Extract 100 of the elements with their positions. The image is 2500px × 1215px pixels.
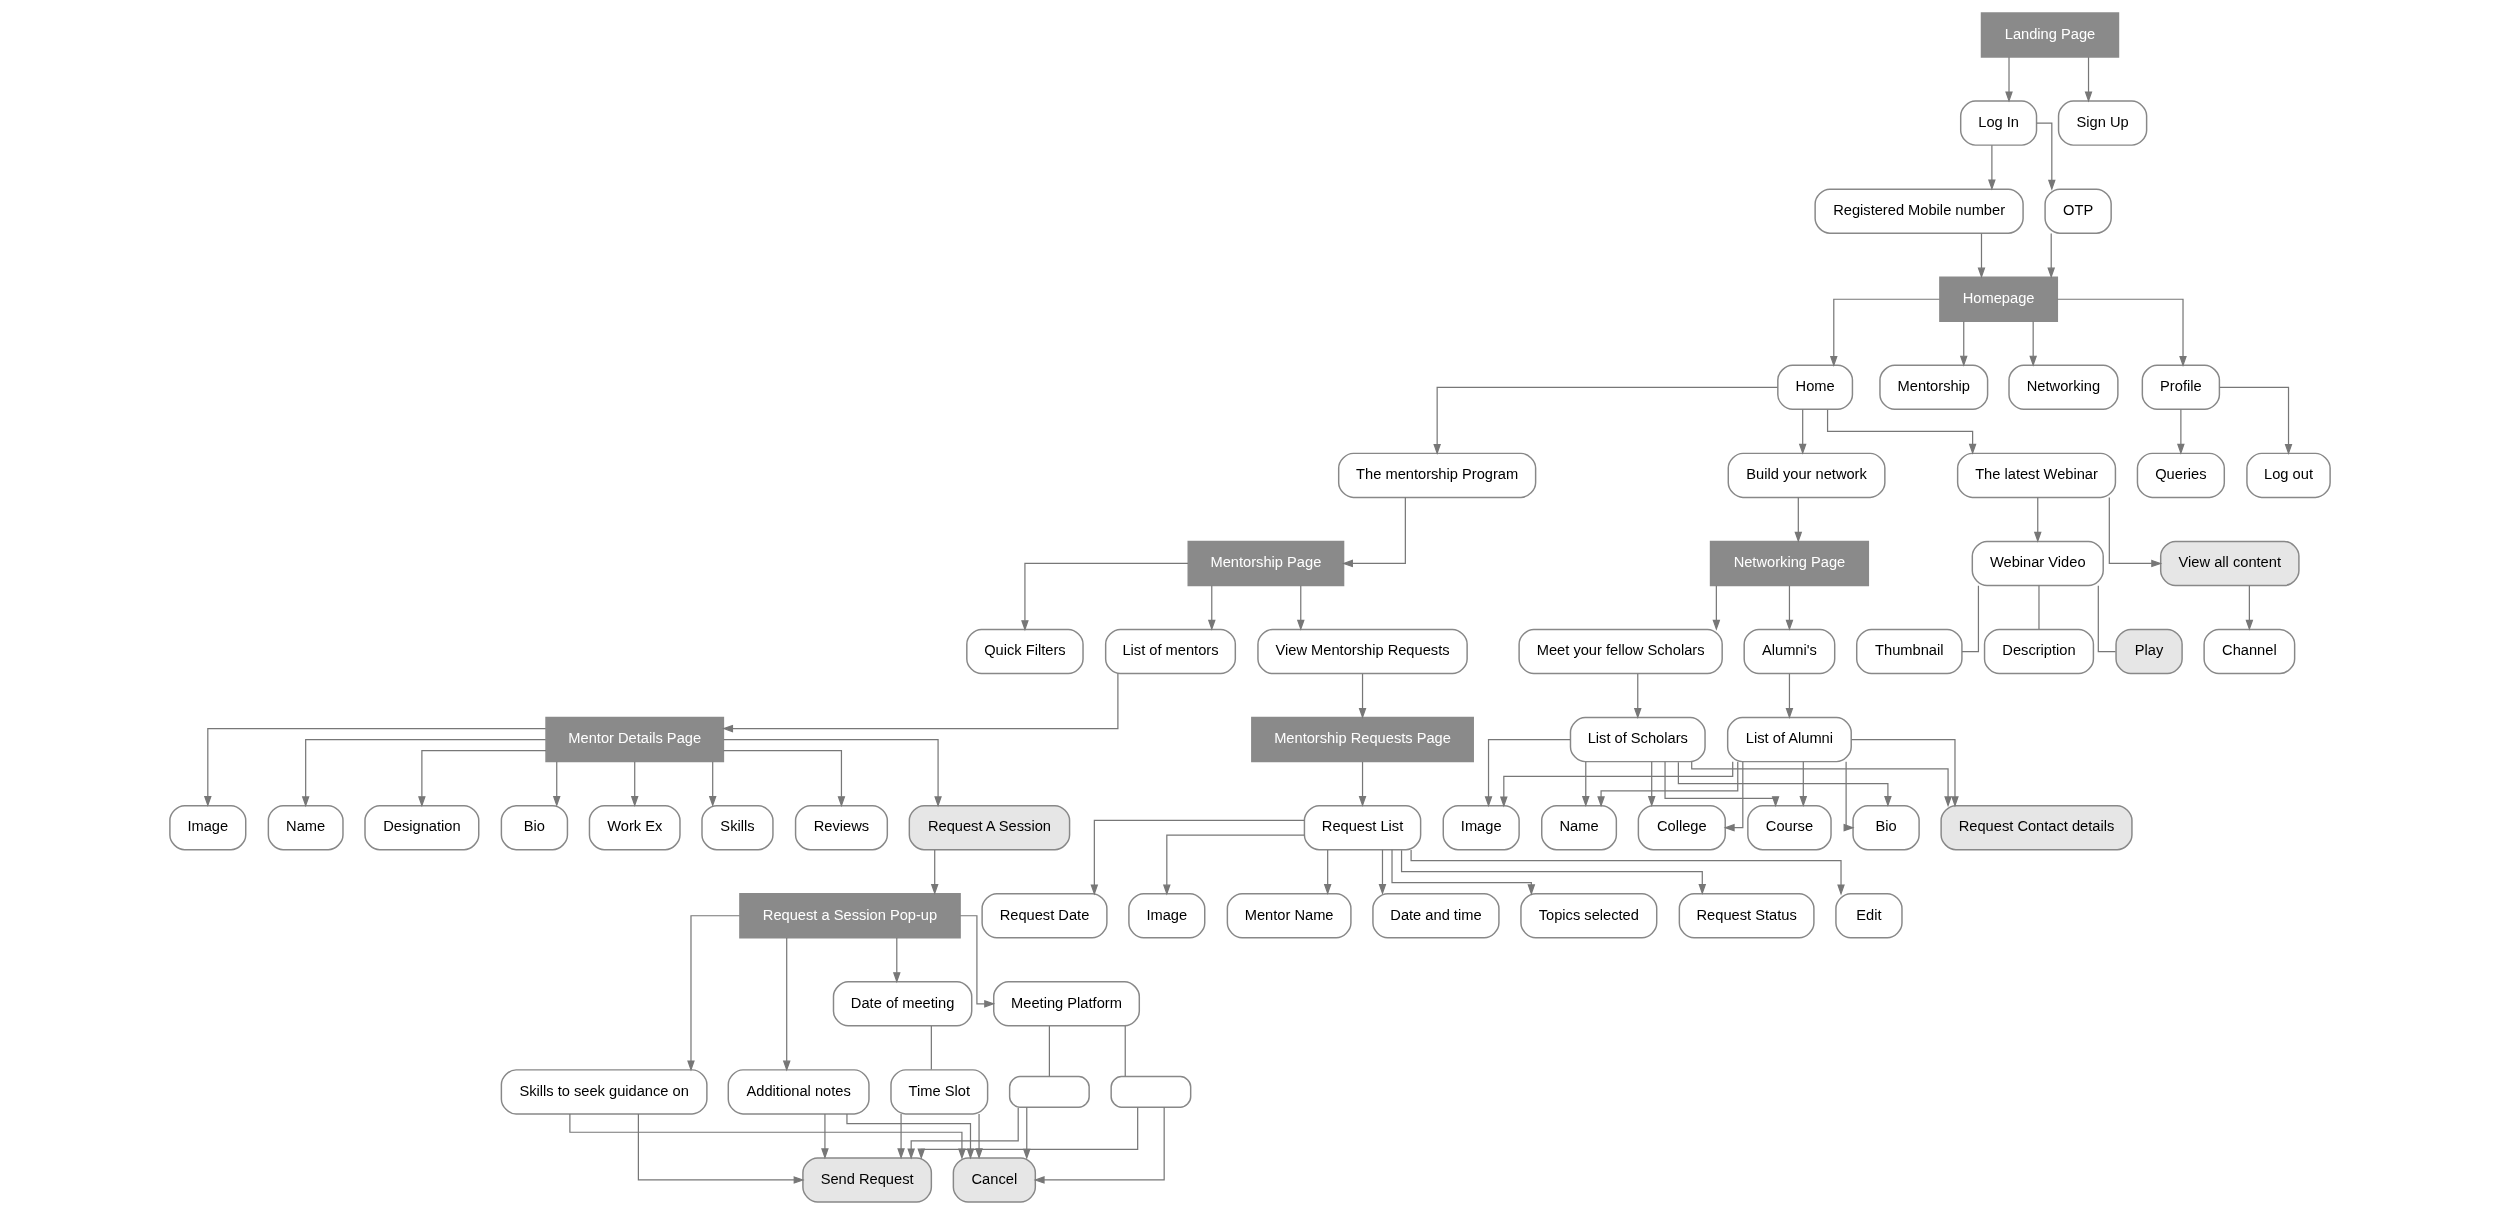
node-box: List of Scholars <box>1569 716 1706 763</box>
node-box: The latest Webinar <box>1956 452 2117 499</box>
node-box: Image <box>1442 804 1520 851</box>
arrow <box>892 937 901 984</box>
node-box: Bio <box>500 804 569 851</box>
connector <box>2038 585 2040 630</box>
arrow <box>1499 761 1734 808</box>
arrow <box>1633 673 1642 719</box>
arrow <box>1691 761 1952 808</box>
arrow <box>1988 144 1996 191</box>
arrow <box>1033 1106 1165 1184</box>
node-box: Play <box>2115 628 2183 675</box>
arrow <box>897 1113 905 1160</box>
connector <box>1048 1025 1050 1077</box>
connector <box>1124 1025 1126 1077</box>
node-box: Date and time <box>1372 893 1500 939</box>
arrow <box>930 849 939 896</box>
arrow <box>1850 739 1959 808</box>
node-box: College <box>1637 804 1726 851</box>
node-box: Profile <box>2141 364 2221 411</box>
arrow <box>301 739 547 808</box>
arrow <box>1712 585 1721 631</box>
node-box: Registered Mobile number <box>1814 188 2024 234</box>
arrow <box>2177 408 2185 455</box>
arrow <box>1391 849 1536 896</box>
arrow <box>1410 849 1845 896</box>
arrow <box>1723 761 1744 832</box>
arrow <box>687 915 741 1072</box>
node-box: List of mentors <box>1104 628 1237 675</box>
node-box: Queries <box>2136 452 2226 499</box>
arrow <box>1162 834 1305 896</box>
node-box: Meeting Platform <box>993 981 1141 1027</box>
node-box: Quick Filters <box>966 628 1084 675</box>
node-box <box>1110 1075 1192 1108</box>
node-box: Sign Up <box>2057 100 2148 146</box>
node-box: Course <box>1747 804 1832 851</box>
arrow <box>1959 320 1968 367</box>
node-box: Image <box>169 804 247 851</box>
node-box: Thumbnail <box>1856 628 1963 675</box>
node-box: Homepage <box>1939 276 2059 322</box>
arrow <box>1829 298 1941 367</box>
node-box <box>1008 1075 1090 1108</box>
arrow <box>630 761 639 807</box>
node-box: Date of meeting <box>832 981 973 1027</box>
arrow <box>1794 497 1803 543</box>
node-box: View all content <box>2159 540 2300 587</box>
node-box: Log out <box>2246 452 2331 499</box>
arrow <box>2219 386 2293 455</box>
arrow <box>2084 56 2093 103</box>
node-box: Mentorship Page <box>1187 540 1345 587</box>
node-box: Home <box>1777 364 1854 411</box>
node-box: Edit <box>1835 893 1903 939</box>
node-box: OTP <box>2044 188 2112 234</box>
node-box: Description <box>1983 628 2095 675</box>
arrow <box>2036 122 2056 191</box>
arrow <box>203 728 547 808</box>
node-box: Log In <box>1959 100 2038 146</box>
arrow <box>723 750 846 808</box>
node-box: Cancel <box>952 1157 1037 1203</box>
node-box: Image <box>1128 893 1206 939</box>
arrow <box>2047 232 2056 279</box>
arrow <box>1341 497 1406 568</box>
arrow <box>722 673 1119 733</box>
arrow <box>1358 673 1367 719</box>
node-box: Send Request <box>802 1157 933 1203</box>
node-box: Designation <box>364 804 480 851</box>
node-box: Networking Page <box>1709 540 1870 587</box>
node-box: Mentorship Requests Page <box>1251 716 1474 763</box>
node-box: Time Slot <box>890 1069 989 1115</box>
node-box: Request Date <box>981 893 1108 939</box>
connector <box>1961 585 1980 653</box>
arrow <box>1323 849 1332 896</box>
node-box: Mentorship <box>1879 364 1989 411</box>
arrow <box>418 750 547 808</box>
arrow <box>2033 497 2042 543</box>
arrow <box>1785 585 1794 631</box>
node-box: View Mentorship Requests <box>1257 628 1468 675</box>
arrow <box>1647 761 1656 807</box>
arrow <box>723 739 942 808</box>
arrow <box>1799 761 1808 807</box>
node-box: Additional notes <box>727 1069 870 1115</box>
arrow <box>1358 761 1367 807</box>
arrow <box>1597 761 1739 808</box>
node-box: Mentor Details Page <box>545 716 725 763</box>
arrow <box>2029 320 2038 367</box>
arrow <box>1021 562 1189 632</box>
node-box: Request a Session Pop-up <box>739 893 961 939</box>
node-box: Request A Session <box>908 804 1071 851</box>
node-box: Skills to seek guidance on <box>500 1069 708 1115</box>
node-box: Bio <box>1852 804 1920 851</box>
arrow <box>1977 232 1986 279</box>
node-box: Alumni's <box>1743 628 1836 675</box>
connector <box>930 1025 932 1070</box>
node-box: Networking <box>2008 364 2119 411</box>
node-box: Skills <box>701 804 774 851</box>
arrow <box>1677 761 1892 807</box>
arrow <box>1664 761 1780 808</box>
arrow <box>2056 298 2187 367</box>
node-box: Name <box>267 804 344 851</box>
arrow <box>1090 819 1305 896</box>
